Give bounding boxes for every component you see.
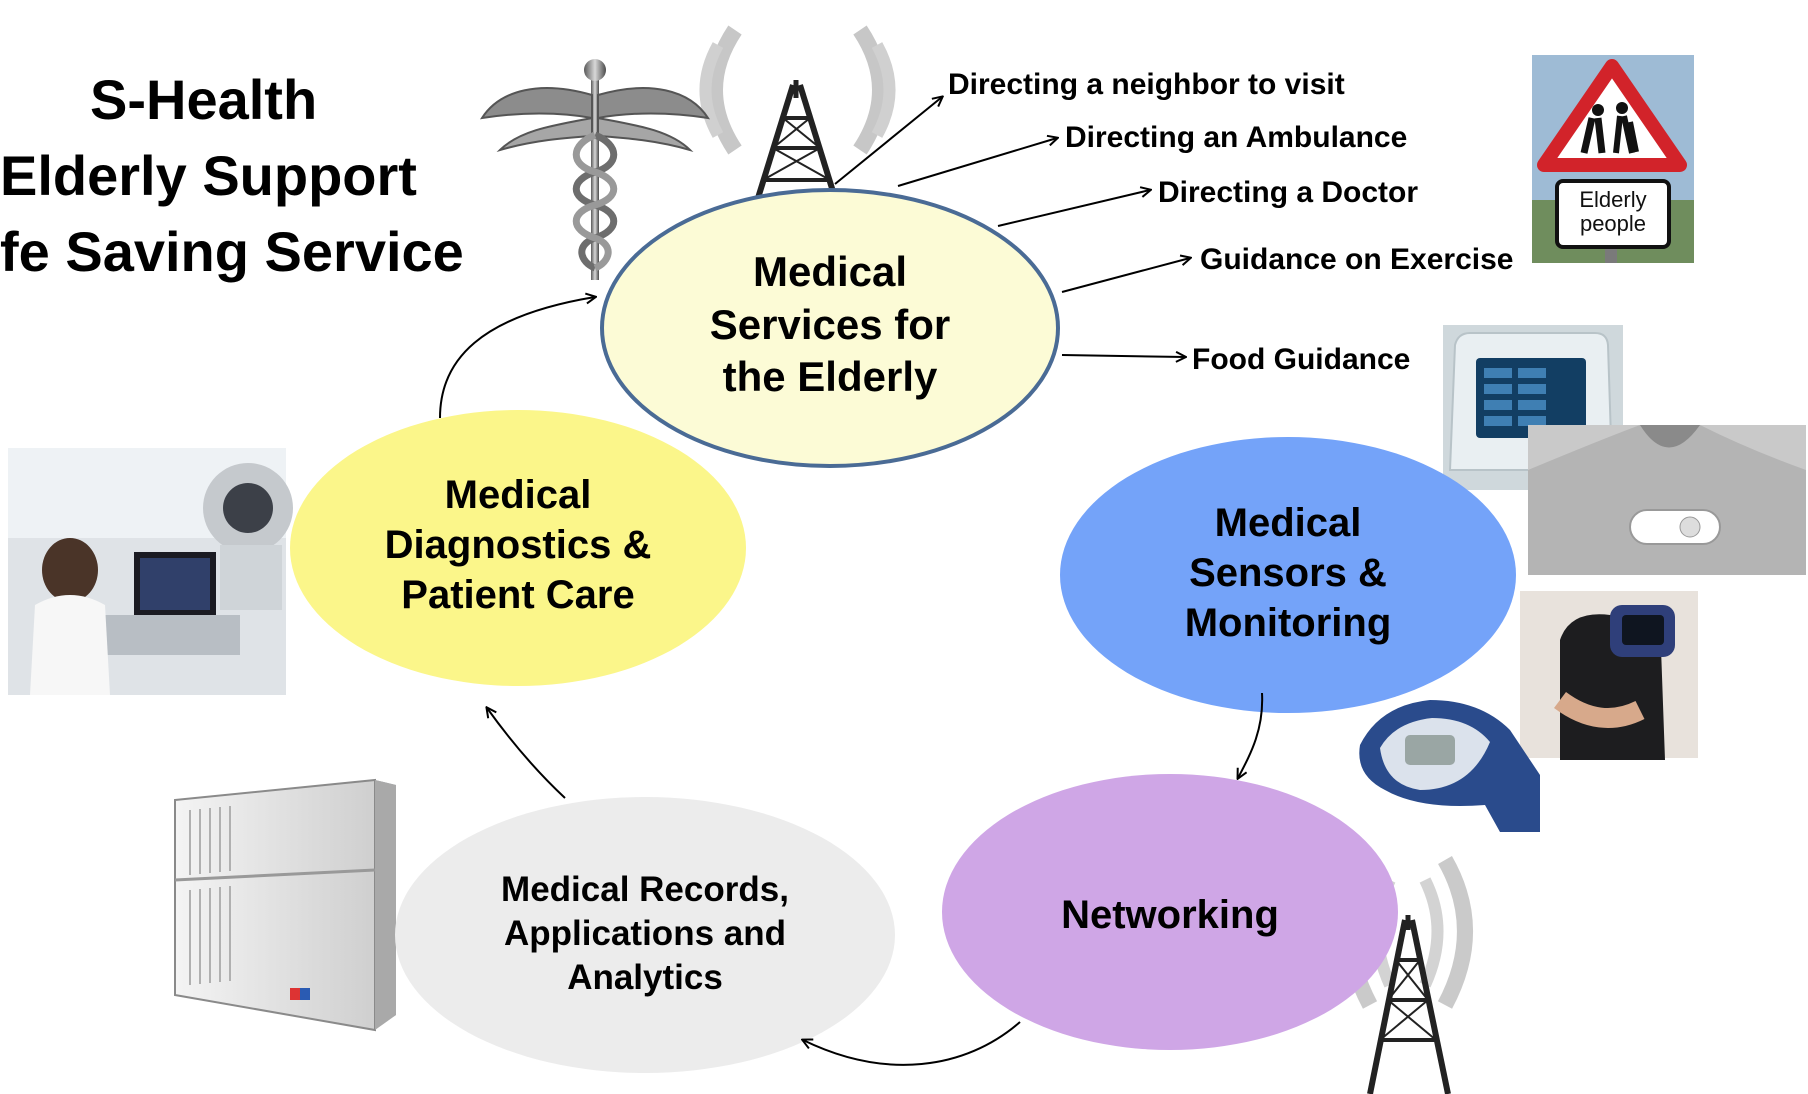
service-food: Food Guidance — [1192, 343, 1411, 376]
service-ambulance: Directing an Ambulance — [1065, 121, 1408, 154]
caduceus-icon — [479, 59, 711, 280]
title-line-2: Elderly Support — [0, 144, 417, 207]
antenna-tower-icon — [742, 80, 851, 241]
node-services — [600, 188, 1060, 468]
glucose-meter-icon — [1359, 700, 1540, 832]
arrow-exercise — [1061, 258, 1190, 293]
networking-label: Networking — [1061, 893, 1279, 937]
server-cabinet-icon — [174, 778, 396, 1032]
arrow-diagnostics-to-services — [439, 297, 595, 419]
arrow-doctor — [997, 190, 1150, 227]
service-arrows — [834, 97, 1190, 357]
service-neighbor: Directing a neighbor to visit — [948, 68, 1345, 101]
antenna-tower-icon — [1367, 915, 1451, 1094]
title-line-3: fe Saving Service — [0, 220, 464, 283]
node-sensors — [1060, 437, 1516, 713]
arrow-records-to-diagnostics — [487, 708, 566, 799]
node-diagnostics — [290, 410, 746, 686]
chest-sensor-icon — [1528, 425, 1806, 575]
arrow-ambulance — [897, 138, 1057, 187]
title-line-1: S-Health — [90, 68, 318, 131]
arrow-food — [1061, 355, 1185, 357]
node-records — [395, 797, 895, 1073]
cycle-arrows — [439, 297, 1264, 1066]
node-networking — [942, 774, 1398, 1050]
service-doctor: Directing a Doctor — [1158, 176, 1419, 209]
arrow-networking-to-records — [803, 1021, 1021, 1066]
ct-scanner-photo-icon — [8, 448, 293, 695]
arrow-sensors-to-networking — [1238, 692, 1264, 778]
wrist-monitor-icon — [1520, 591, 1698, 760]
arrow-neighbor — [834, 97, 942, 185]
service-exercise: Guidance on Exercise — [1200, 243, 1514, 276]
elderly-sign-icon — [1532, 55, 1694, 263]
antenna-tower-icon — [699, 25, 896, 155]
